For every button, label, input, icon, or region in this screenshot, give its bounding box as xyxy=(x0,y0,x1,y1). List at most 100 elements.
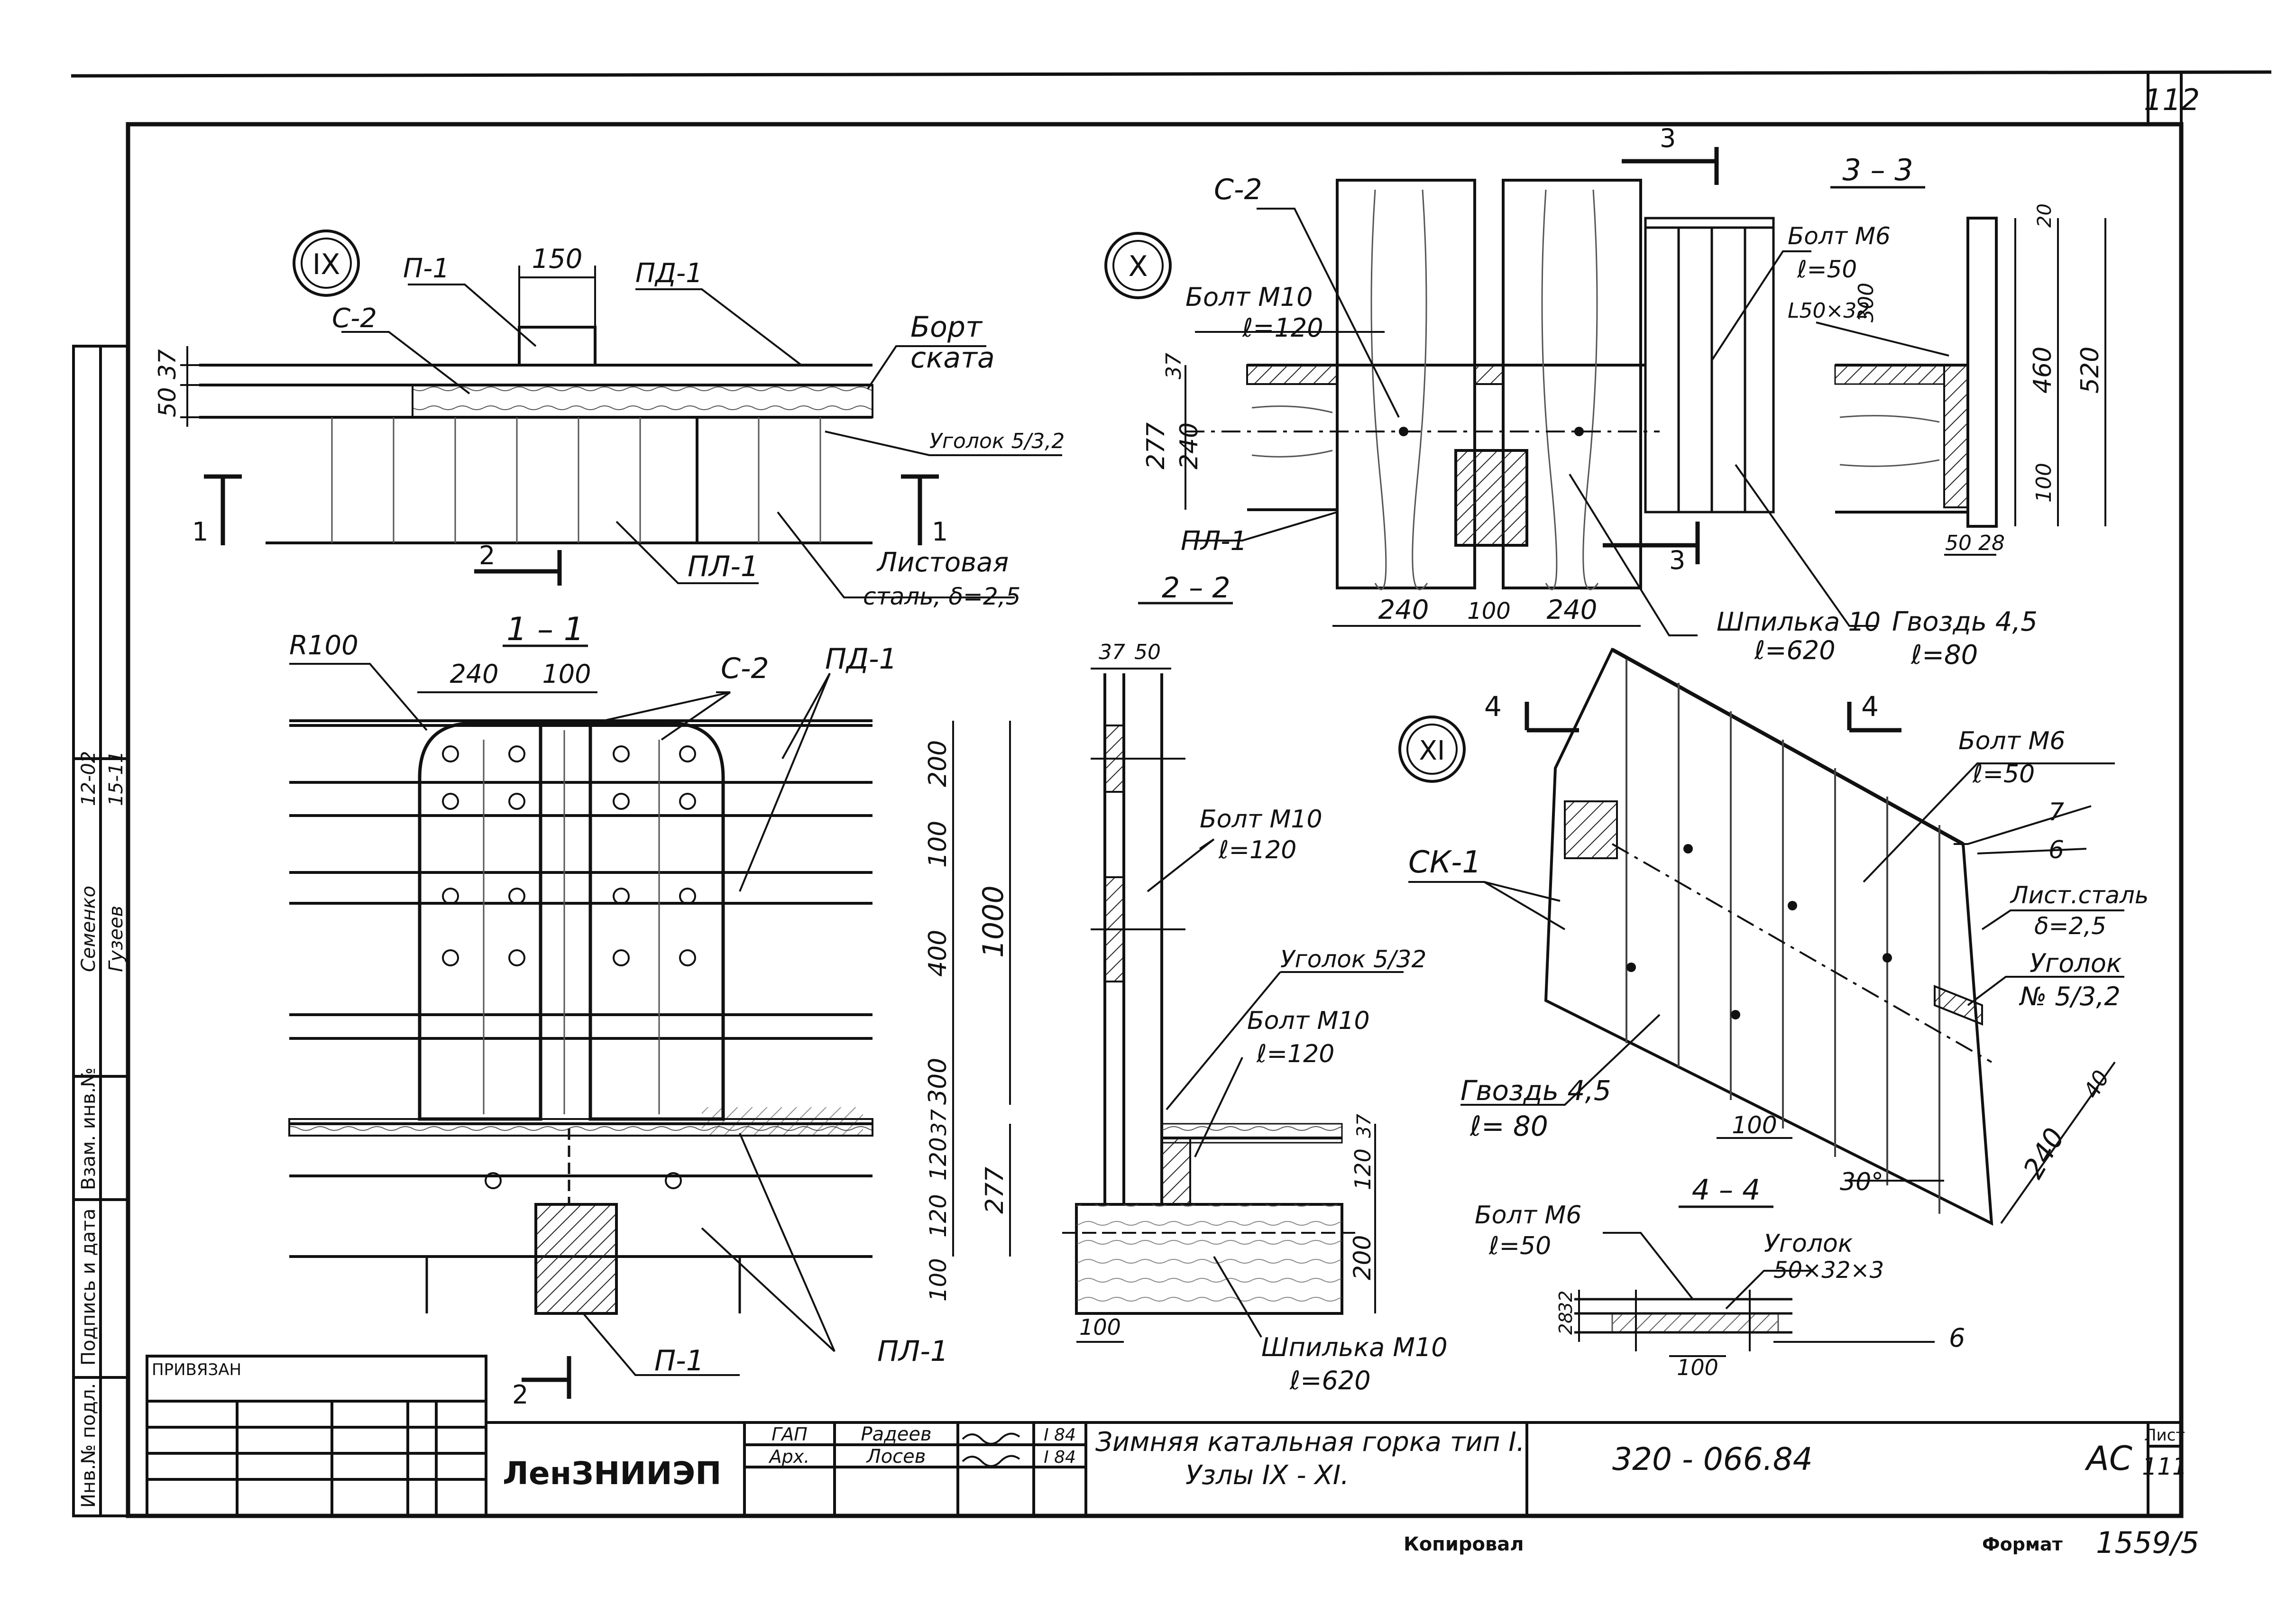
s11-label-c2: С-2 xyxy=(721,652,769,685)
s33-label-gvozd: Гвоздь 4,5 xyxy=(1892,606,2038,637)
s11-label-pl1: ПЛ-1 xyxy=(877,1335,948,1368)
xi-label-gvozd-l: ℓ= 80 xyxy=(1469,1110,1548,1142)
s33-label-angle: L50×32 xyxy=(1788,299,1870,323)
node-xi-marker: XI xyxy=(1419,735,1445,766)
organization: ЛенЗНИИЭП xyxy=(503,1455,721,1492)
s44-label-ugolok: Уголок xyxy=(1764,1229,1853,1258)
node-x: X 37 277 240 240 100 240 xyxy=(1104,123,1881,665)
ix-label-bort-1: Борт xyxy=(910,311,983,344)
x-dim-b240b: 240 xyxy=(1547,595,1598,625)
x-label-c2: С-2 xyxy=(1214,173,1262,206)
s11-dim-37: 37 xyxy=(927,1109,951,1136)
side-stamp-name-a: Семенко xyxy=(78,886,100,972)
side-stamp-name-b: Гузеев xyxy=(105,906,127,972)
ix-label-p1: П-1 xyxy=(403,253,450,284)
ix-label-ugolok: Уголок 5/3,2 xyxy=(929,429,1065,453)
s44-title: 4 – 4 xyxy=(1692,1174,1761,1207)
sheet-no: 111 xyxy=(2142,1453,2187,1480)
s44-label-bolt: Болт М6 xyxy=(1475,1201,1582,1229)
ix-label-list-2: сталь, δ=2,5 xyxy=(863,583,1020,610)
format-value: 1559/5 xyxy=(2096,1525,2199,1560)
s11-title: 1 – 1 xyxy=(506,611,584,648)
xi-label-ug-1: Уголок xyxy=(2030,948,2122,978)
s44-dim-32: 32 xyxy=(1555,1291,1576,1313)
x-dim-240: 240 xyxy=(1175,422,1203,469)
xi-section-4b: 4 xyxy=(1861,690,1879,723)
s33-dim-50: 50 xyxy=(1945,531,1972,555)
x-section-3b: 3 xyxy=(1669,545,1685,575)
s33-label-gvozd-l: ℓ=80 xyxy=(1910,640,1978,670)
xi-dim-240: 240 xyxy=(2017,1122,2071,1184)
section-3-3: 3 – 3 20 300 460 520 100 50 28 Болт М6 ℓ… xyxy=(1711,153,2106,670)
s22-dim-r37: 37 xyxy=(1353,1114,1375,1138)
side-stamp-col1: Инв.№ подл. xyxy=(78,1383,100,1508)
side-stamp-col2: Подпись и дата xyxy=(78,1209,100,1366)
role-2: Арх. xyxy=(768,1446,810,1467)
s33-dim-300: 300 xyxy=(1854,283,1878,322)
x-dim-277: 277 xyxy=(1142,422,1170,469)
xi-label-bolt-l: ℓ=50 xyxy=(1972,760,2035,789)
s22-dim-r200: 200 xyxy=(1349,1235,1376,1280)
sheet-label: Лист xyxy=(2144,1426,2185,1445)
s33-label-bolt: Болт М6 xyxy=(1788,222,1891,250)
ix-label-c2: С-2 xyxy=(332,303,377,334)
x-label-bolt-l: ℓ=120 xyxy=(1242,313,1323,343)
xi-label-gvozd: Гвоздь 4,5 xyxy=(1460,1074,1611,1107)
xi-dim-100: 100 xyxy=(1732,1111,1777,1139)
s22-label-shpilka-l: ℓ=620 xyxy=(1289,1366,1371,1395)
x-label-shpilka-l: ℓ=620 xyxy=(1754,635,1836,665)
s22-label-bolt1-l: ℓ=120 xyxy=(1218,836,1296,864)
s22-dim-r120: 120 xyxy=(1350,1148,1376,1190)
s11-dim-400: 400 xyxy=(924,930,952,977)
role-1: ГАП xyxy=(771,1424,808,1445)
xi-label-ck1: СК-1 xyxy=(1408,845,1481,880)
s44-dim-100: 100 xyxy=(1677,1355,1718,1380)
s22-label-bolt2-l: ℓ=120 xyxy=(1256,1040,1334,1068)
x-label-shpilka: Шпилька 10 xyxy=(1717,607,1881,637)
ix-label-pd1: ПД-1 xyxy=(635,258,703,289)
ix-section-1-left: 1 xyxy=(192,517,208,547)
title-line-2: Узлы IX - XI. xyxy=(1185,1460,1349,1491)
stage: АС xyxy=(2085,1439,2132,1478)
xi-label-list-1: Лист.сталь xyxy=(2010,881,2149,909)
xi-label-ug-2: № 5/3,2 xyxy=(2019,982,2121,1011)
role-1-date: I 84 xyxy=(1044,1425,1076,1445)
s11-dim-277: 277 xyxy=(981,1167,1009,1214)
s11-dim-240: 240 xyxy=(450,659,498,689)
ix-label-list-1: Листовая xyxy=(876,547,1009,578)
s22-dim-b100: 100 xyxy=(1079,1314,1121,1340)
role-2-name: Лосев xyxy=(866,1446,926,1468)
s11-label-p1: П-1 xyxy=(654,1344,704,1377)
ix-dim-50: 50 xyxy=(154,387,181,417)
ix-label-pl1: ПЛ-1 xyxy=(688,550,759,583)
s22-dim-37: 37 xyxy=(1099,640,1125,664)
ix-dim-37: 37 xyxy=(154,349,181,379)
s11-dim-100a: 100 xyxy=(924,821,952,868)
s44-label-6: 6 xyxy=(1949,1323,1965,1353)
signature-1 xyxy=(962,1432,1020,1445)
signature-2 xyxy=(962,1455,1020,1467)
role-1-name: Радеев xyxy=(861,1423,931,1445)
node-xi: XI 4 4 xyxy=(1398,647,2149,1226)
x-label-pl1: ПЛ-1 xyxy=(1181,526,1247,557)
s11-dim-1000: 1000 xyxy=(977,885,1010,958)
ix-dim-150: 150 xyxy=(532,244,583,275)
ix-section-2: 2 xyxy=(479,541,495,570)
node-x-marker: X xyxy=(1128,250,1148,283)
s11-dim-300: 300 xyxy=(924,1058,952,1105)
s33-label-bolt-l: ℓ=50 xyxy=(1797,256,1857,283)
s33-dim-100: 100 xyxy=(2032,463,2056,503)
xi-label-bolt: Болт М6 xyxy=(1958,727,2066,755)
s44-label-bolt-l: ℓ=50 xyxy=(1488,1232,1551,1260)
section-2-2: 37 50 37 120 200 100 Болт М10 ℓ=120 Угол… xyxy=(1062,640,1448,1395)
s22-label-shpilka: Шпилька М10 xyxy=(1261,1332,1448,1362)
x-dim-37: 37 xyxy=(1162,353,1186,379)
node-ix-marker: IX xyxy=(312,248,340,281)
document-code: 320 - 066.84 xyxy=(1612,1441,1813,1477)
s44-dim-28: 28 xyxy=(1555,1312,1576,1335)
side-stamp-col3: Взам. инв.№ xyxy=(78,1067,100,1190)
xi-section-4a: 4 xyxy=(1484,690,1502,723)
x-section-3a: 3 xyxy=(1660,123,1676,153)
s33-dim-460: 460 xyxy=(2029,347,2057,394)
